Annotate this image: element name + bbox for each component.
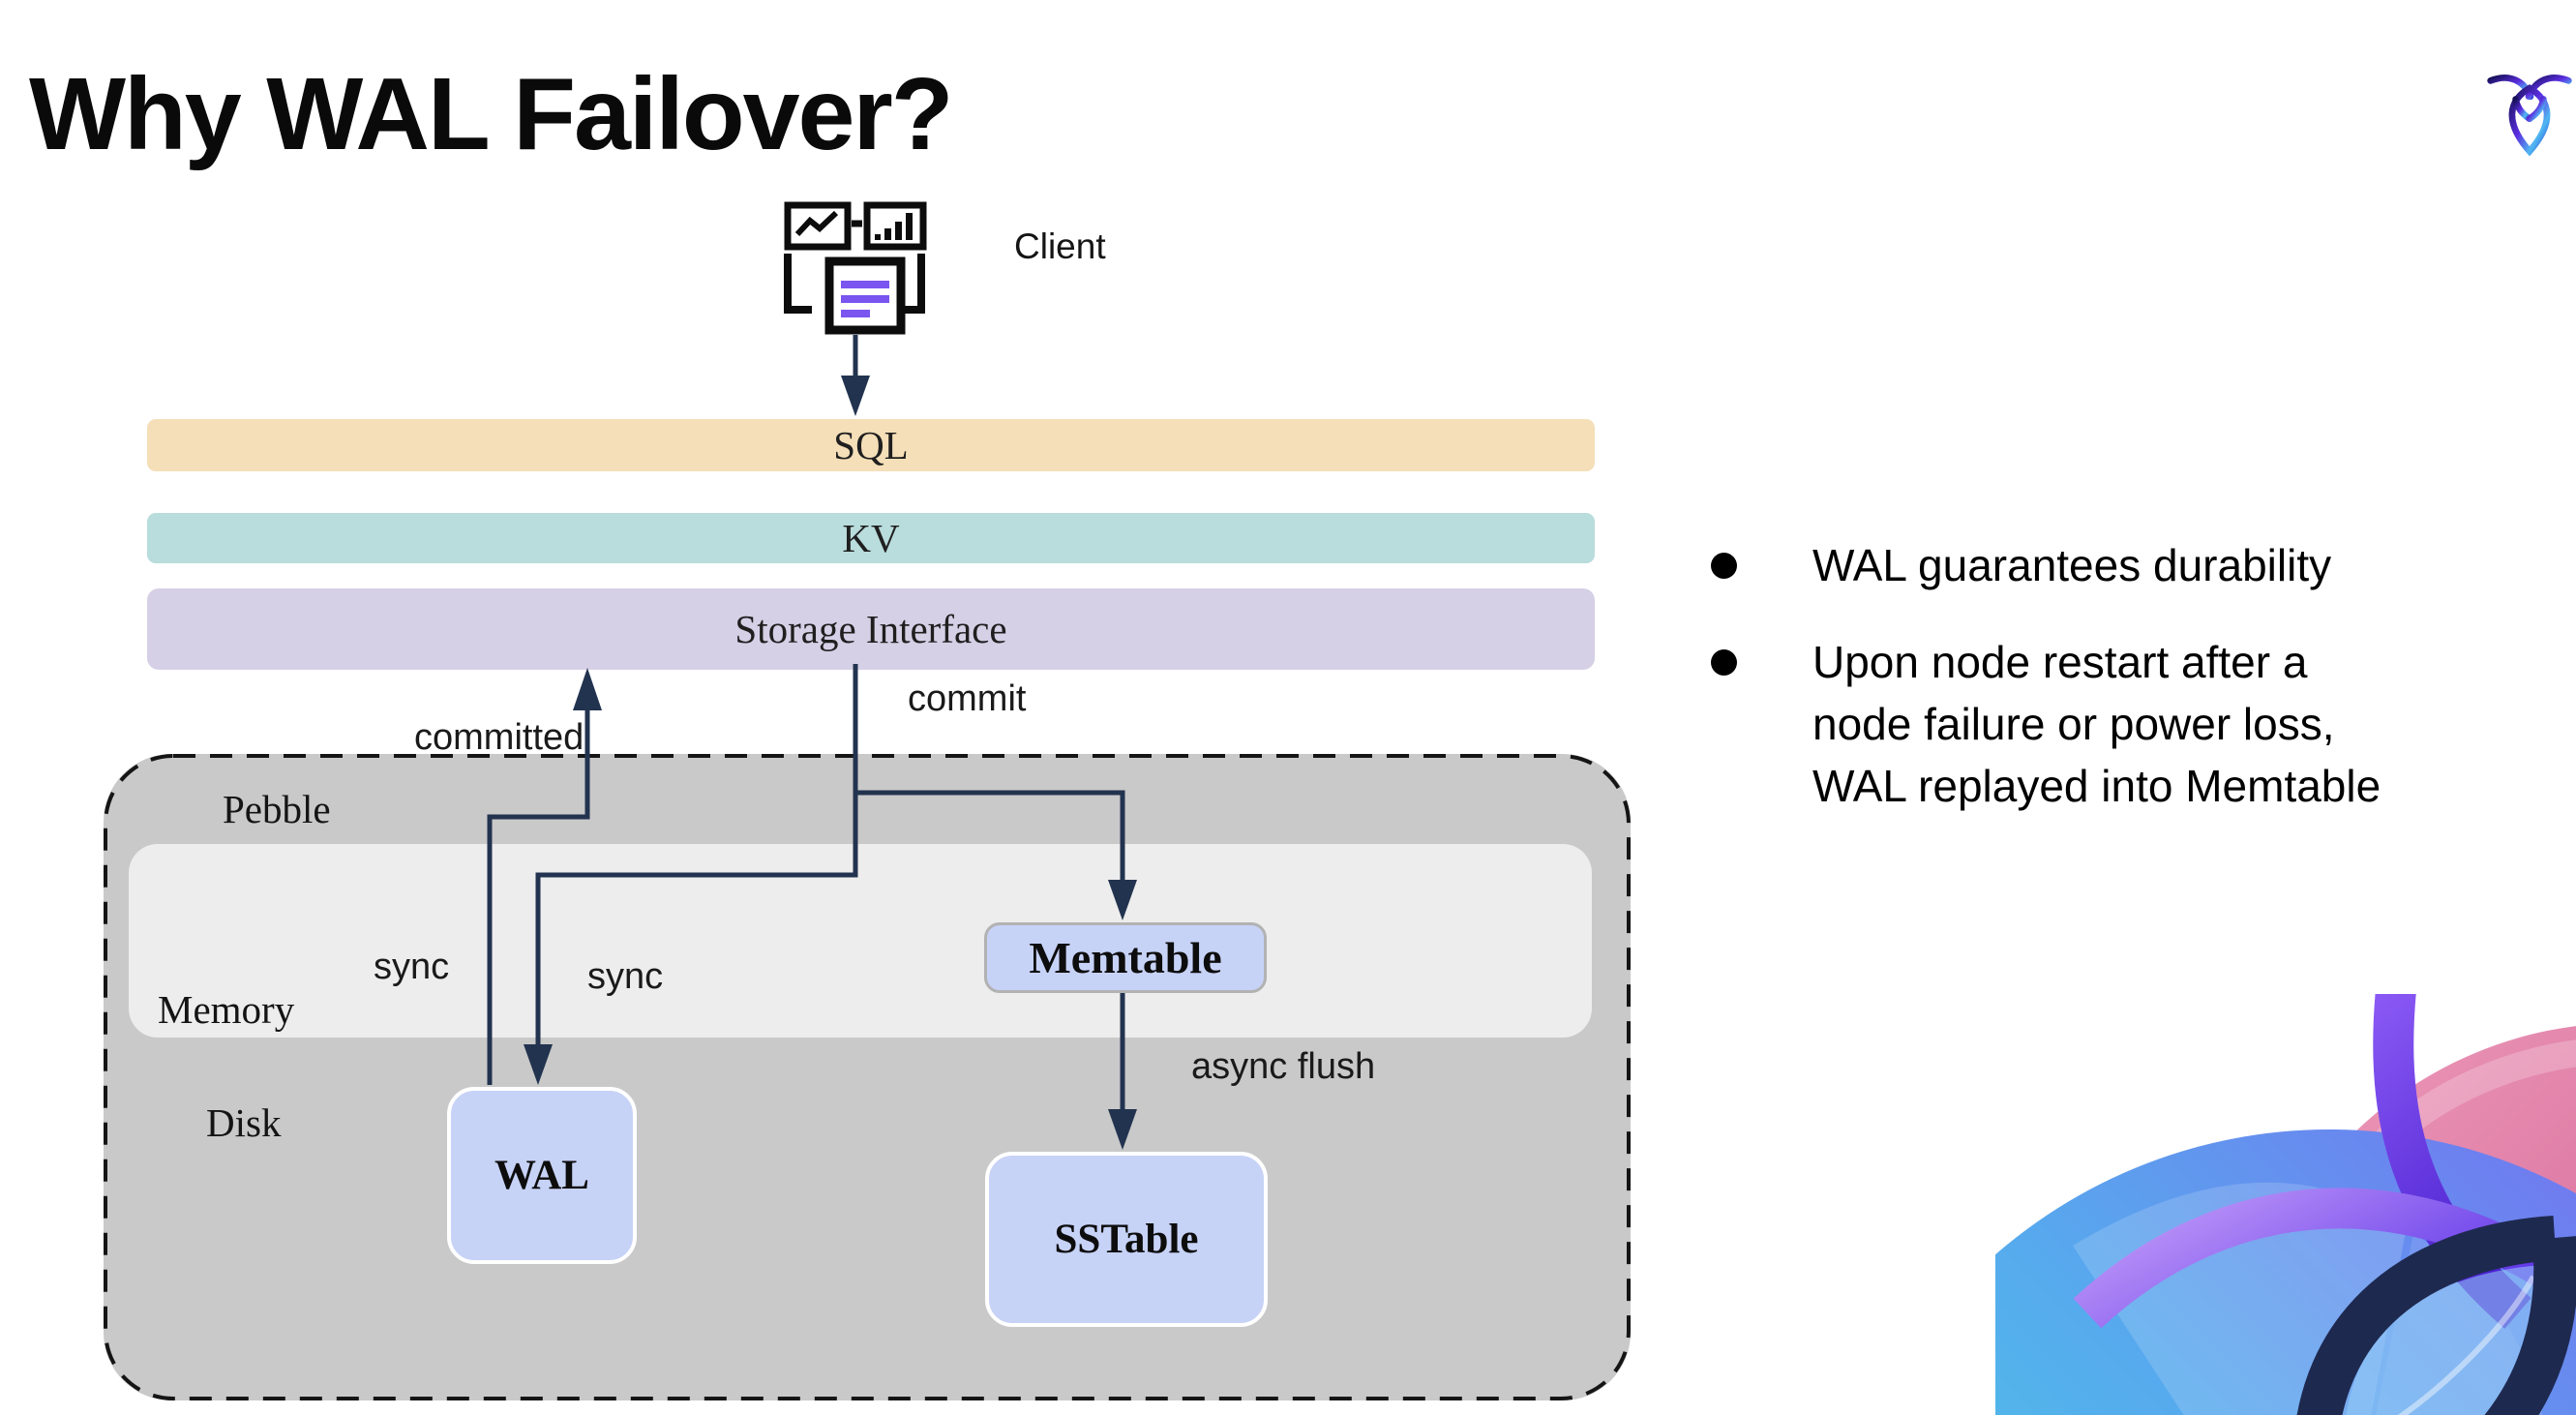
edge-label-committed: committed	[414, 717, 584, 758]
edge-label-sync-right: sync	[587, 956, 664, 997]
client-label: Client	[1014, 226, 1106, 266]
node-memtable: Memtable	[984, 922, 1267, 993]
edge-label-sync-left: sync	[374, 947, 450, 987]
edge-label-async-flush: async flush	[1191, 1046, 1376, 1087]
layer-kv: KV	[147, 513, 1595, 563]
memory-region	[129, 844, 1592, 1038]
layer-sql: SQL	[147, 419, 1595, 471]
page-title: Why WAL Failover?	[29, 57, 953, 171]
layer-storage-label: Storage Interface	[734, 607, 1007, 651]
disk-label: Disk	[206, 1100, 282, 1145]
brand-artwork-decoration	[1995, 994, 2576, 1415]
bullet-list: WAL guarantees durability Upon node rest…	[1711, 534, 2543, 852]
edge-label-commit: commit	[908, 678, 1027, 719]
layer-kv-label: KV	[842, 516, 900, 560]
list-item: Upon node restart after a node failure o…	[1711, 631, 2543, 817]
bullet-dot-icon	[1711, 553, 1737, 579]
cockroachdb-logo-icon	[2487, 75, 2572, 157]
layer-sql-label: SQL	[833, 423, 909, 467]
node-memtable-label: Memtable	[1029, 933, 1222, 982]
layer-storage-interface: Storage Interface	[147, 588, 1595, 670]
arrowhead-committed-up	[573, 668, 602, 710]
list-item: WAL guarantees durability	[1711, 534, 2543, 596]
bullet-text: Upon node restart after a node failure o…	[1812, 637, 2381, 811]
arrowhead-client-to-sql	[841, 376, 870, 416]
node-sstable: SSTable	[985, 1152, 1268, 1327]
pebble-label: Pebble	[223, 787, 331, 831]
node-wal-label: WAL	[494, 1153, 589, 1198]
memory-label: Memory	[158, 987, 295, 1032]
bullet-text: WAL guarantees durability	[1812, 540, 2332, 590]
node-wal: WAL	[447, 1087, 637, 1264]
bullet-dot-icon	[1711, 649, 1737, 676]
client-icon	[784, 201, 927, 335]
node-sstable-label: SSTable	[1054, 1217, 1199, 1262]
